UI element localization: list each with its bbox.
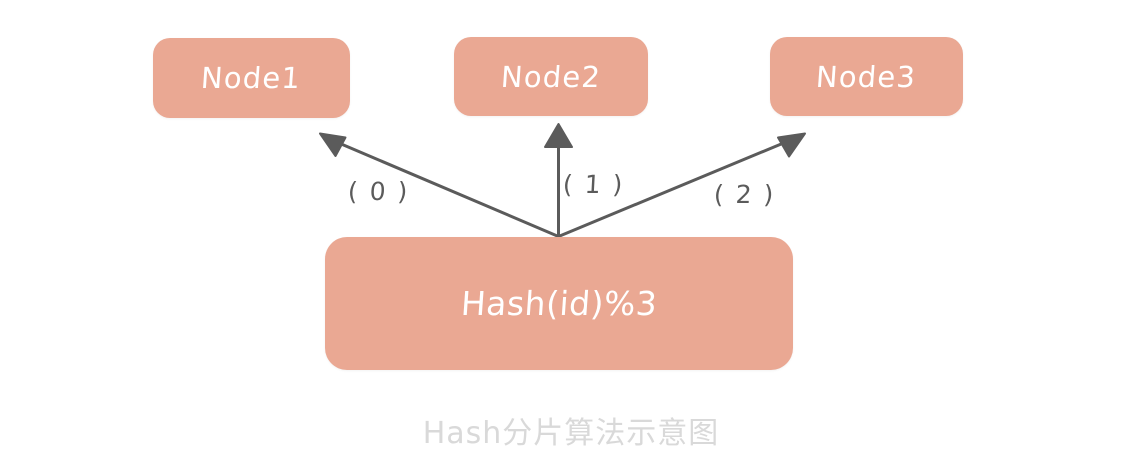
node-box-node1[interactable]: Node1 bbox=[153, 38, 350, 118]
edge-label-node2: ( 1 ) bbox=[562, 170, 626, 199]
node-box-node3[interactable]: Node3 bbox=[770, 37, 963, 116]
node-label-node3: Node3 bbox=[815, 59, 918, 94]
node-box-node2[interactable]: Node2 bbox=[454, 37, 648, 116]
hash-function-box[interactable]: Hash(id)%3 bbox=[325, 237, 793, 370]
node-label-node2: Node2 bbox=[499, 59, 603, 94]
hash-function-label: Hash(id)%3 bbox=[459, 284, 659, 323]
diagram-caption: Hash分片算法示意图 bbox=[422, 416, 720, 451]
node-label-node1: Node1 bbox=[200, 61, 303, 95]
edge-label-node1: ( 0 ) bbox=[347, 177, 411, 206]
edge-label-node3: ( 2 ) bbox=[713, 180, 777, 209]
